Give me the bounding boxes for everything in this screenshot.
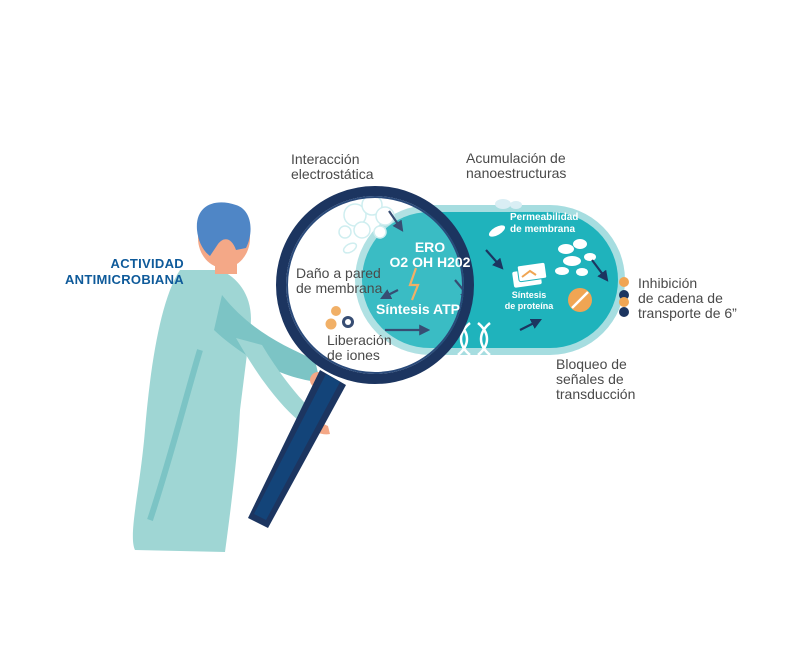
lightning-icon [408,267,420,301]
label-sintesis-atp: Síntesis ATP [376,301,461,317]
scientist-figure [132,202,330,552]
magnifier-handle [248,370,346,528]
inhibition-dots-icon [619,277,629,317]
label-bloqueo: Bloqueo de señales de transducción [556,356,636,402]
main-title: ACTIVIDAD ANTIMICROBIANA [64,256,184,287]
label-dano: Daño a pared de membrana [296,265,383,296]
label-inhibicion: Inhibición de cadena de transporte de 6” [638,275,737,321]
ion-dots-icon [325,306,354,330]
label-interaccion: Interacción electrostática [291,151,374,182]
accumulation-particles [488,199,522,237]
magnifier-icon [276,186,474,384]
label-acumulacion: Acumulación de nanoestructuras [466,150,567,181]
magnifier-lens [287,197,463,373]
label-ero: ERO O2 OH H202 [389,239,471,270]
pill-icon [568,288,592,312]
bacterium-cell [355,205,625,355]
label-permeabilidad: Permeabilidad de membrana [510,212,579,235]
permeability-particles [555,239,596,276]
label-sintesis-proteina: Síntesis de proteína [504,290,554,311]
protein-synthesis-icon [512,261,548,288]
label-liberacion: Liberación de iones [327,332,392,363]
